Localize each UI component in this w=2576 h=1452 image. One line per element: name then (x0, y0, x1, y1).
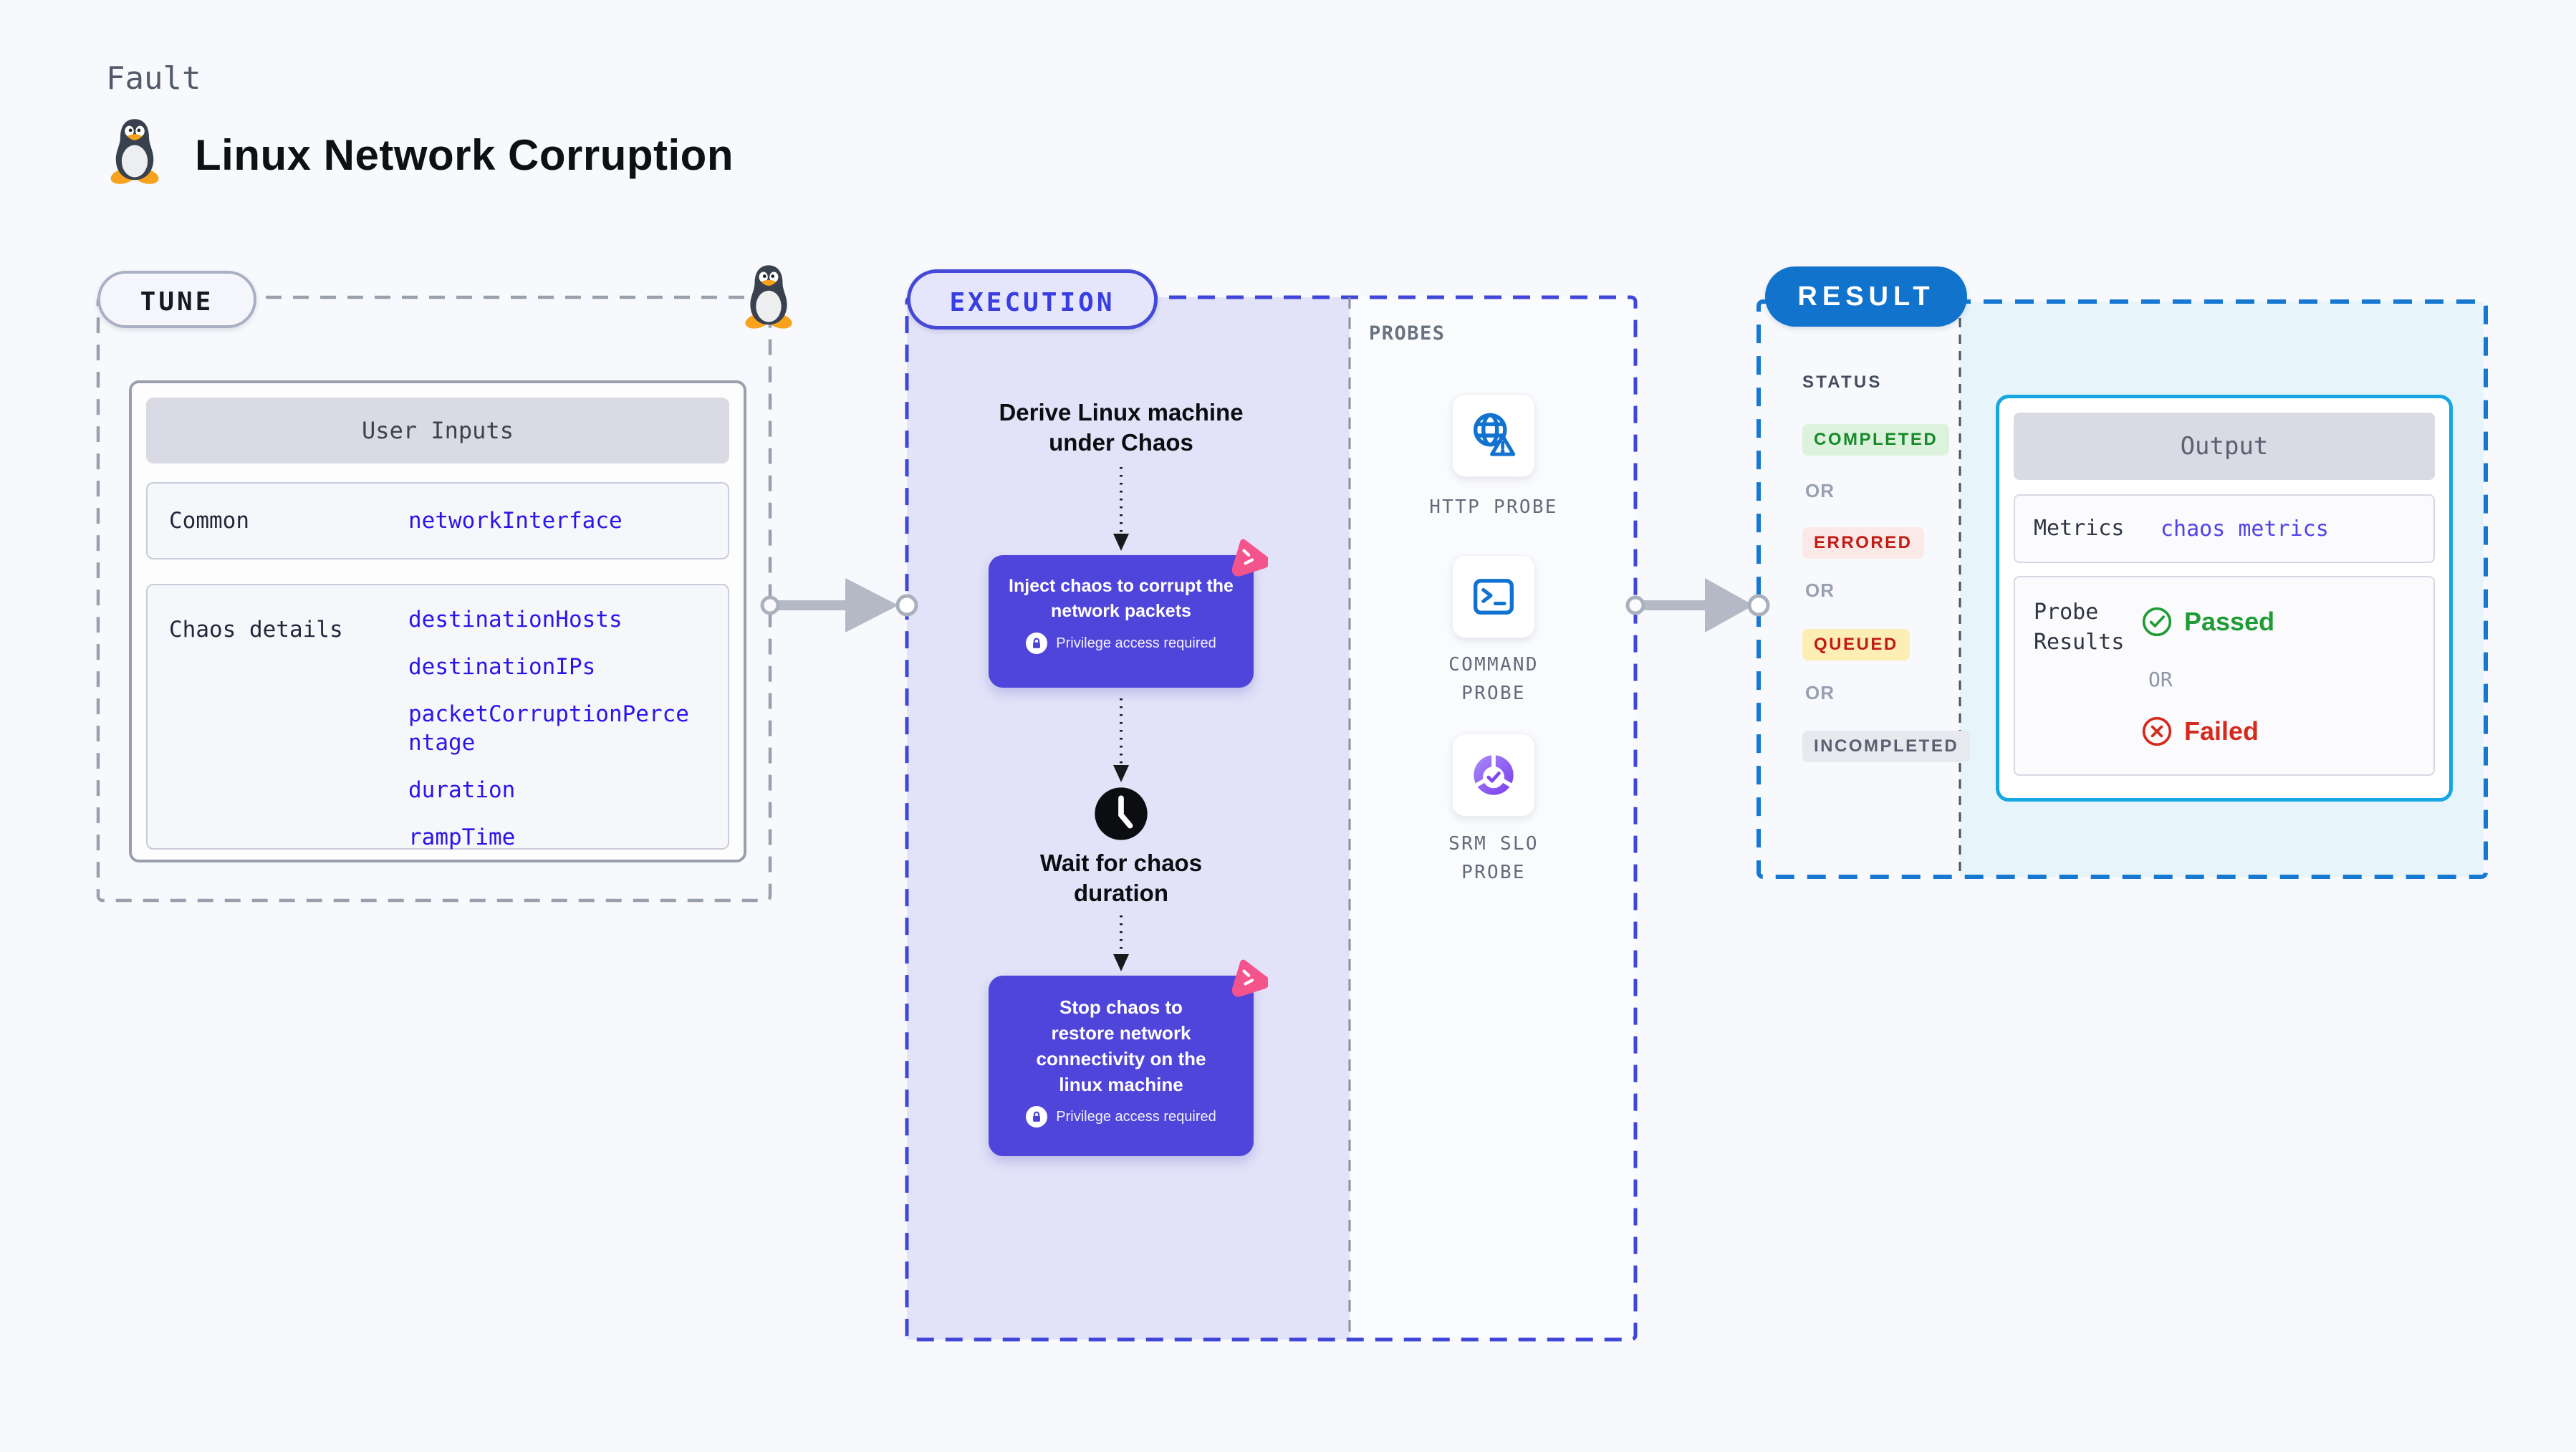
table-row-common: Common networkInterface (146, 482, 729, 559)
passed-check-icon (2141, 606, 2173, 638)
status-label: STATUS (1802, 372, 1883, 392)
slo-donut-icon (1466, 748, 1521, 802)
or-separator: OR (1805, 682, 1835, 703)
step-wait-duration: Wait for chaos duration (1039, 850, 1203, 906)
probe-results-label: Probe Results (2034, 600, 2125, 655)
status-badge-errored: ERRORED (1802, 527, 1924, 559)
chaos-fault-icon (1228, 537, 1268, 577)
inject-step-text: Inject chaos to corrupt the network pack… (1009, 576, 1234, 621)
row-label: Common (169, 508, 249, 534)
execution-section-badge: EXECUTION (907, 269, 1158, 330)
srm-slo-probe-card (1452, 734, 1535, 817)
failed-x-icon (2141, 716, 2173, 747)
clock-icon (1092, 785, 1150, 842)
srm-slo-probe-label: SRM SLO PROBE (1448, 833, 1539, 883)
param-network-interface[interactable]: networkInterface (408, 508, 623, 534)
or-separator: OR (1805, 580, 1835, 601)
tune-section-badge: TUNE (97, 271, 256, 328)
probes-column-label: PROBES (1369, 322, 1446, 345)
status-badge-incompleted: INCOMPLETED (1802, 731, 1971, 762)
param-ramp-time[interactable]: rampTime (408, 824, 516, 850)
page-title: Linux Network Corruption (195, 131, 734, 179)
http-probe-card (1452, 394, 1535, 477)
table-row-chaos-details: Chaos details destinationHosts destinati… (146, 584, 729, 850)
globe-alert-icon (1466, 408, 1521, 463)
fault-kicker: Fault (106, 60, 201, 97)
param-destination-hosts[interactable]: destinationHosts (408, 607, 623, 633)
output-card: Output Metrics chaos metrics Probe Resul… (1996, 395, 2453, 802)
lock-icon (1026, 633, 1047, 654)
param-destination-ips[interactable]: destinationIPs (408, 654, 596, 680)
metrics-row: Metrics chaos metrics (2014, 494, 2435, 563)
row-label: Chaos details (169, 617, 343, 643)
failed-label: Failed (2184, 716, 2259, 746)
status-badge-queued: QUEUED (1802, 629, 1910, 660)
output-header: Output (2014, 413, 2435, 480)
status-badge-completed: COMPLETED (1802, 424, 1950, 456)
step-inject-chaos: Inject chaos to corrupt the network pack… (989, 555, 1254, 688)
chaos-metrics-value[interactable]: chaos metrics (2161, 516, 2329, 542)
metrics-label: Metrics (2034, 516, 2125, 541)
linux-tux-icon (106, 116, 163, 185)
probe-results-row: Probe Results Passed OR Failed (2014, 576, 2435, 776)
step-derive-machine: Derive Linux machine under Chaos (999, 399, 1244, 456)
privilege-note: Privilege access required (1056, 635, 1216, 651)
param-packet-corruption-percentage[interactable]: packetCorruptionPercentage (408, 701, 689, 756)
or-separator: OR (1805, 480, 1835, 501)
passed-label: Passed (2184, 607, 2275, 636)
terminal-icon (1466, 569, 1521, 624)
param-duration[interactable]: duration (408, 777, 516, 803)
user-inputs-header: User Inputs (146, 398, 729, 463)
http-probe-label: HTTP PROBE (1429, 496, 1558, 518)
user-inputs-card: User Inputs Common networkInterface Chao… (129, 380, 746, 862)
result-section-badge: RESULT (1765, 266, 1967, 327)
privilege-note: Privilege access required (1056, 1108, 1216, 1125)
stop-step-text: Stop chaos to restore network connectivi… (1036, 996, 1206, 1095)
linux-tux-corner-icon (741, 262, 797, 330)
command-probe-label: COMMAND PROBE (1448, 654, 1539, 704)
lock-icon (1026, 1106, 1047, 1128)
step-stop-chaos: Stop chaos to restore network connectivi… (989, 976, 1254, 1156)
command-probe-card (1452, 555, 1535, 638)
arrow-execution-to-result (1625, 578, 1770, 633)
chaos-fault-icon (1228, 957, 1268, 997)
or-separator: OR (2148, 668, 2173, 691)
arrow-tune-to-execution (760, 578, 918, 633)
